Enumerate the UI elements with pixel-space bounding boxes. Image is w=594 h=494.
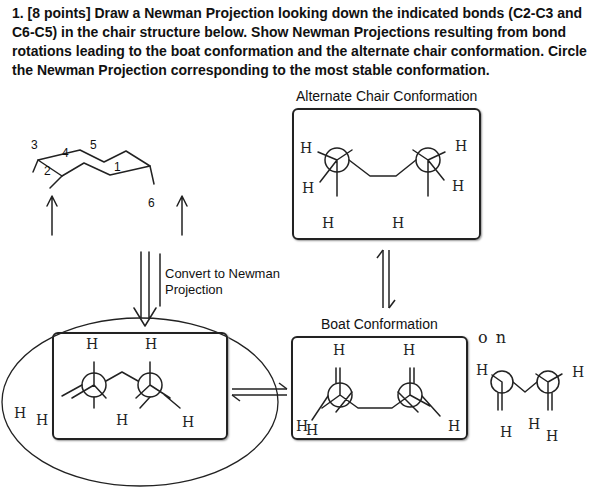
atom-label: H — [392, 215, 404, 231]
atom-label: H — [333, 342, 345, 358]
indicator-arrow — [47, 196, 57, 235]
box-frame — [292, 108, 481, 240]
atom-label: H — [448, 418, 460, 434]
atom-label: H — [452, 178, 464, 194]
atom-label: H — [14, 405, 26, 421]
conformation-box: Boat ConformationHHHHH — [291, 314, 468, 440]
newman-bonds — [62, 362, 180, 408]
newman-sketch — [492, 374, 562, 410]
bond — [33, 160, 38, 172]
methyl-bond — [50, 176, 62, 188]
question-text: 1. [8 points] Draw a Newman Projection l… — [12, 4, 590, 80]
atom-label: H — [476, 362, 488, 378]
atom-label: H — [500, 424, 512, 440]
chair-ring — [38, 150, 150, 176]
equilibrium-arrow — [232, 383, 287, 401]
atom-label: H — [86, 336, 98, 352]
carbon-number: 4 — [62, 146, 69, 160]
carbon-number: 3 — [31, 138, 38, 152]
instruction-label: Convert to Newman Projection — [165, 266, 290, 298]
atom-label: H — [403, 342, 415, 358]
methyl-bond — [150, 166, 154, 184]
carbon-number: 6 — [148, 196, 155, 210]
atom-label: H — [546, 428, 558, 444]
box-heading: Alternate Chair Conformation — [296, 88, 477, 104]
conformation-box: HHHHHH — [52, 332, 228, 440]
conformation-box: Alternate Chair ConformationH H H H H H — [292, 86, 481, 240]
carbon-number: 5 — [90, 138, 97, 152]
atom-label: H — [145, 336, 157, 352]
indicator-arrow — [177, 196, 187, 235]
answer-circle — [2, 318, 278, 486]
newman-bonds — [318, 150, 445, 196]
atom-label: H — [182, 414, 194, 430]
carbon-number: 1 — [114, 160, 121, 174]
atom-label: H — [300, 140, 312, 156]
atom-label: H — [36, 412, 48, 428]
equilibrium-arrow — [377, 250, 395, 308]
atom-label: H — [322, 215, 334, 231]
bracket-line — [159, 254, 161, 306]
convert-arrow — [134, 252, 156, 326]
atom-label: H — [572, 364, 584, 380]
atom-label: H — [455, 138, 467, 154]
box-frame — [52, 332, 228, 440]
handwritten-note: on — [478, 328, 514, 347]
atom-label: H — [528, 416, 540, 432]
atom-label: H — [116, 412, 128, 428]
atom-label: H — [302, 180, 314, 196]
atom-label: H — [306, 422, 318, 438]
carbon-number: 2 — [44, 164, 51, 178]
newman-bonds — [312, 368, 440, 420]
box-heading: Boat Conformation — [321, 316, 438, 332]
